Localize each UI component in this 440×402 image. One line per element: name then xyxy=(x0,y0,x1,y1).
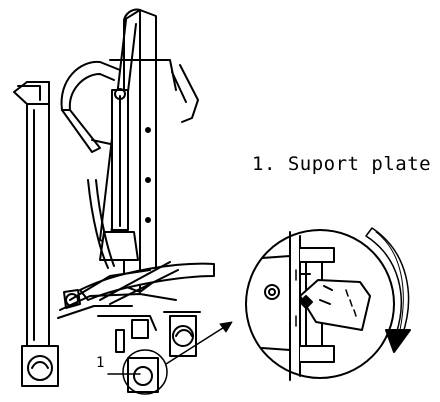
front-caster xyxy=(163,311,201,357)
magnified-detail xyxy=(245,229,395,381)
pointer-arrow xyxy=(165,321,233,365)
part-marker-label: 1 xyxy=(96,355,105,371)
rear-caster xyxy=(127,357,159,393)
detail-highlight-circle xyxy=(122,349,168,395)
lift-actuator xyxy=(87,88,139,269)
support-plate-callout: 1. Suport plate xyxy=(252,153,432,175)
rotation-arrow xyxy=(365,227,411,353)
base-frame xyxy=(57,261,215,353)
left-side-post xyxy=(13,81,59,387)
